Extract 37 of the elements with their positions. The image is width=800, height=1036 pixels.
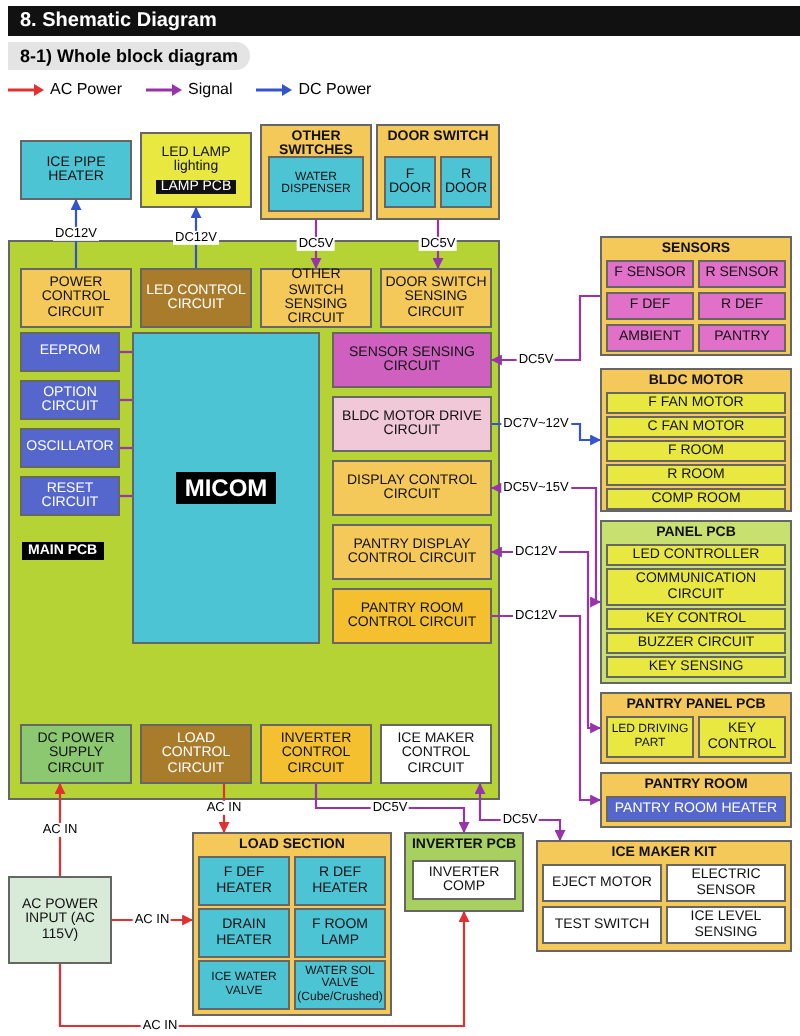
arrow bbox=[474, 782, 566, 842]
arrow bbox=[310, 220, 322, 270]
legend-label: DC Power bbox=[298, 80, 372, 98]
connector-line bbox=[120, 494, 132, 498]
module-panel bbox=[192, 832, 392, 1016]
module-panel bbox=[600, 772, 792, 828]
arrow bbox=[492, 614, 602, 806]
module-panel bbox=[536, 840, 792, 952]
arrow bbox=[218, 784, 230, 834]
legend-label: AC Power bbox=[50, 80, 123, 98]
connector-line bbox=[120, 446, 132, 450]
arrow bbox=[314, 784, 470, 834]
processor-box bbox=[132, 332, 320, 644]
arrow bbox=[490, 482, 602, 608]
arrow bbox=[70, 198, 82, 268]
arrow bbox=[490, 294, 600, 366]
arrow bbox=[490, 546, 602, 734]
processor-label: MICOM bbox=[176, 471, 276, 505]
module-panel bbox=[260, 124, 372, 220]
arrow bbox=[432, 220, 444, 270]
connector-line bbox=[120, 350, 132, 354]
module-panel bbox=[600, 368, 792, 512]
module-panel bbox=[600, 692, 792, 764]
circuit-board bbox=[8, 240, 500, 800]
block-box bbox=[140, 132, 252, 208]
module-panel bbox=[404, 832, 524, 912]
module-panel bbox=[376, 124, 500, 220]
arrow bbox=[112, 914, 194, 926]
arrow bbox=[190, 206, 202, 268]
subsection-heading: 8-1) Whole block diagram bbox=[8, 42, 251, 70]
arrow bbox=[54, 782, 66, 876]
arrow bbox=[58, 910, 470, 1028]
module-panel bbox=[600, 236, 792, 356]
legend-label: Signal bbox=[188, 80, 233, 98]
section-title: 8. Shematic Diagram bbox=[8, 6, 800, 36]
connector-line bbox=[120, 398, 132, 402]
module-panel bbox=[600, 520, 792, 684]
